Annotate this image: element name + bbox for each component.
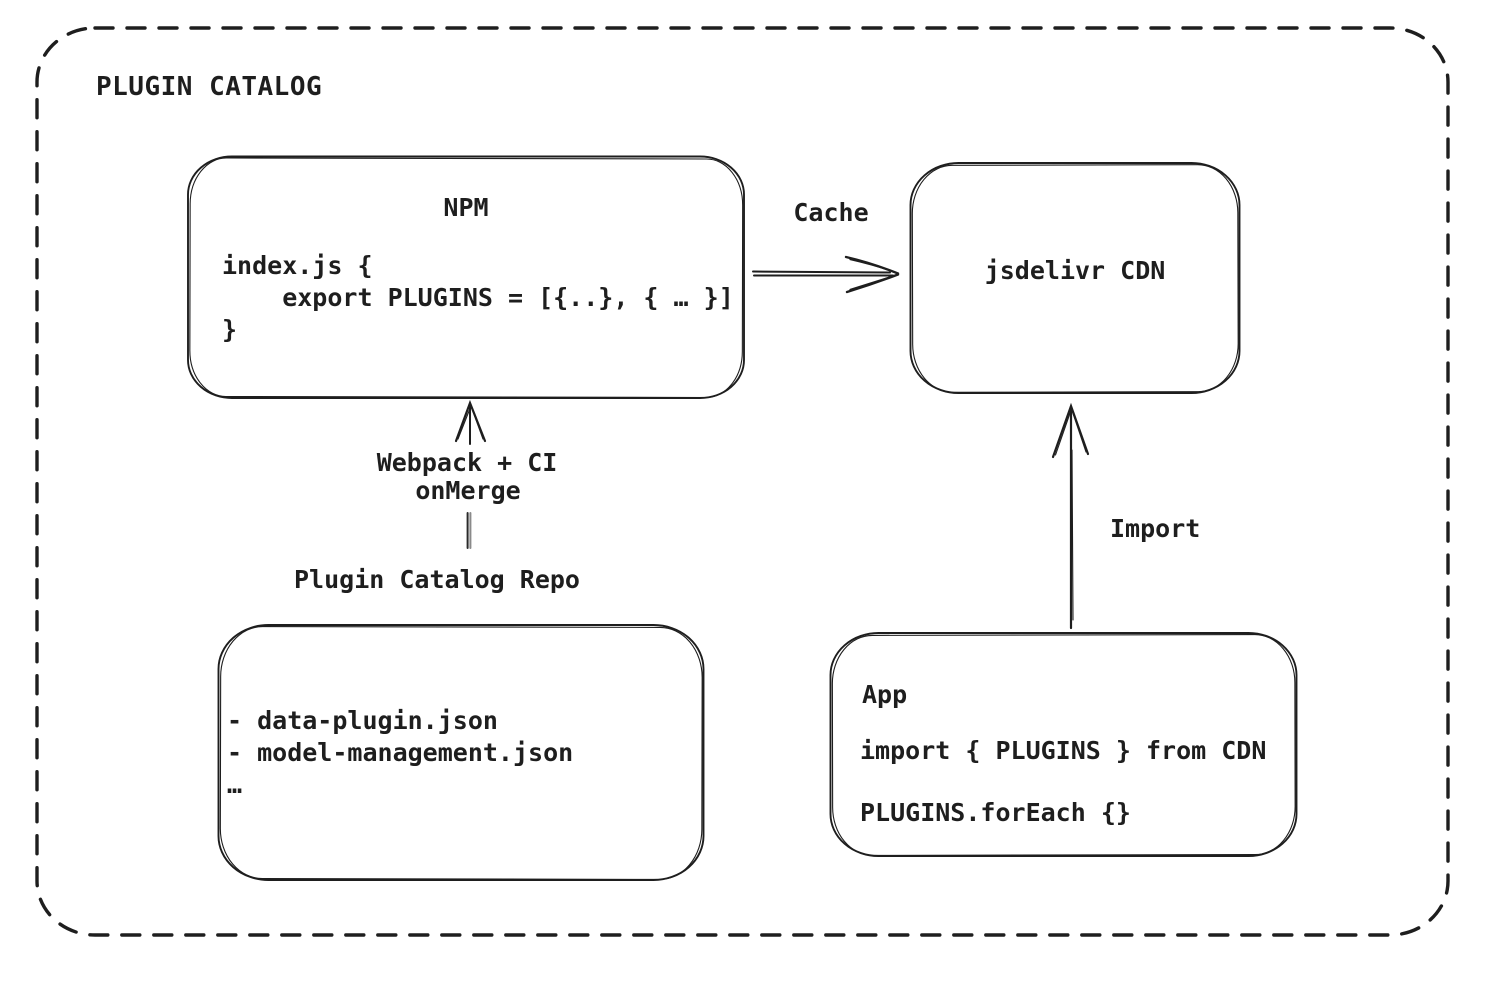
npm-code-block: index.js { export PLUGINS = [{..}, { … }… — [222, 250, 734, 346]
cdn-node-label: jsdelivr CDN — [984, 256, 1166, 285]
import-arrow — [1051, 402, 1090, 630]
repo-node-label: Plugin Catalog Repo — [294, 565, 580, 594]
cache-arrow — [752, 255, 900, 294]
build-arrow-label-line1: Webpack + CI — [376, 448, 558, 477]
plugin-catalog-container-border — [35, 26, 1450, 937]
cache-arrow-label: Cache — [793, 198, 869, 227]
npm-node-shape — [187, 155, 745, 399]
build-arrow-label-line2: onMerge — [415, 476, 521, 505]
npm-code-line: } — [222, 315, 238, 344]
repo-node-shape — [217, 624, 705, 881]
build-arrow — [454, 399, 487, 549]
npm-code-line: export PLUGINS = [{..}, { … }] — [222, 283, 734, 312]
repo-file-item: - model-management.json — [227, 738, 574, 767]
app-code-line: import { PLUGINS } from CDN — [860, 736, 1267, 765]
npm-node-title: NPM — [443, 193, 489, 222]
diagram-title: PLUGIN CATALOG — [96, 72, 323, 102]
repo-file-item: … — [227, 770, 243, 799]
repo-file-item: - data-plugin.json — [227, 706, 498, 735]
app-node-shape — [829, 632, 1298, 857]
cdn-node-shape — [909, 162, 1241, 394]
repo-file-list: - data-plugin.json - model-management.js… — [227, 705, 573, 801]
app-node-title: App — [862, 680, 908, 709]
import-arrow-label: Import — [1110, 514, 1201, 543]
npm-code-line: index.js { — [222, 251, 373, 280]
app-code-line: PLUGINS.forEach {} — [860, 798, 1131, 827]
